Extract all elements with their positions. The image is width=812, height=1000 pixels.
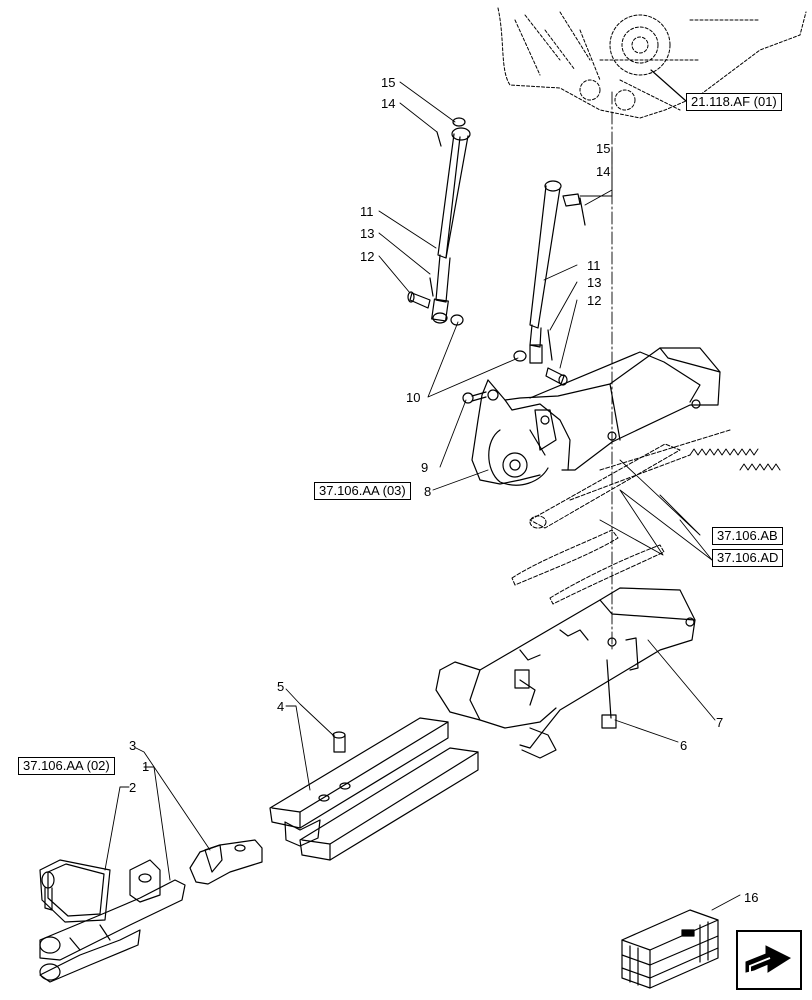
next-page-button[interactable] xyxy=(736,930,802,990)
callout-leaders xyxy=(104,81,741,911)
washer-10-right xyxy=(513,350,527,362)
crate-16 xyxy=(621,909,719,989)
clip-13-right xyxy=(547,329,553,361)
ref-37-106-ad[interactable]: 37.106.AD xyxy=(712,549,784,567)
pin-14-left xyxy=(436,131,442,147)
leader-21118af xyxy=(650,69,687,102)
callout-16: 16 xyxy=(744,890,758,905)
lower-hitch-frame xyxy=(435,587,696,759)
pin-assembly-2 xyxy=(39,859,111,923)
callout-14-left: 14 xyxy=(381,96,395,111)
bracket-15-right xyxy=(562,193,581,207)
callout-4: 4 xyxy=(277,699,284,714)
gas-strut-right xyxy=(529,180,562,364)
pin-5 xyxy=(332,731,346,753)
callout-11-left: 11 xyxy=(360,204,374,219)
callout-11-right: 11 xyxy=(587,258,601,273)
gas-strut-left xyxy=(431,127,471,324)
callout-6: 6 xyxy=(680,738,687,753)
callout-numbers: 15 14 11 13 12 15 14 11 13 12 10 9 8 7 6… xyxy=(129,75,758,905)
callout-9: 9 xyxy=(421,460,428,475)
callout-7: 7 xyxy=(716,715,723,730)
clip-7 xyxy=(625,637,639,671)
callout-12-right: 12 xyxy=(587,293,601,308)
pin-14-right xyxy=(579,197,586,226)
pin-12-left xyxy=(407,291,431,309)
ref-21-118-af-01[interactable]: 21.118.AF (01) xyxy=(686,93,782,111)
washer-15-left xyxy=(452,117,466,127)
pin-12-right xyxy=(545,367,568,386)
engine-block-phantom xyxy=(497,7,807,119)
callout-13-right: 13 xyxy=(587,275,601,290)
callout-15-right: 15 xyxy=(596,141,610,156)
callout-13-left: 13 xyxy=(360,226,374,241)
drawbar-1 xyxy=(39,859,186,983)
callout-3: 3 xyxy=(129,738,136,753)
callout-1: 1 xyxy=(142,759,149,774)
ref-37-106-ab[interactable]: 37.106.AB xyxy=(712,527,783,545)
callout-8: 8 xyxy=(424,484,431,499)
spring-upper xyxy=(689,448,759,456)
bolt-9 xyxy=(462,391,487,404)
arrow-icon xyxy=(745,945,792,976)
callout-12-left: 12 xyxy=(360,249,374,264)
upper-hitch-frame xyxy=(471,347,721,486)
callout-2: 2 xyxy=(129,780,136,795)
ref-37-106-aa-03[interactable]: 37.106.AA (03) xyxy=(314,482,411,500)
callout-5: 5 xyxy=(277,679,284,694)
tow-hook-3 xyxy=(189,839,263,885)
ref-37-106-aa-02[interactable]: 37.106.AA (02) xyxy=(18,757,115,775)
bolt-6 xyxy=(601,659,617,729)
slider-rails-4 xyxy=(269,717,479,861)
drawbar-phantoms xyxy=(511,429,731,605)
clip-13-left xyxy=(429,277,434,297)
spring-lower xyxy=(739,463,781,471)
callout-14-right: 14 xyxy=(596,164,610,179)
callout-15-left: 15 xyxy=(381,75,395,90)
callout-10: 10 xyxy=(406,390,420,405)
